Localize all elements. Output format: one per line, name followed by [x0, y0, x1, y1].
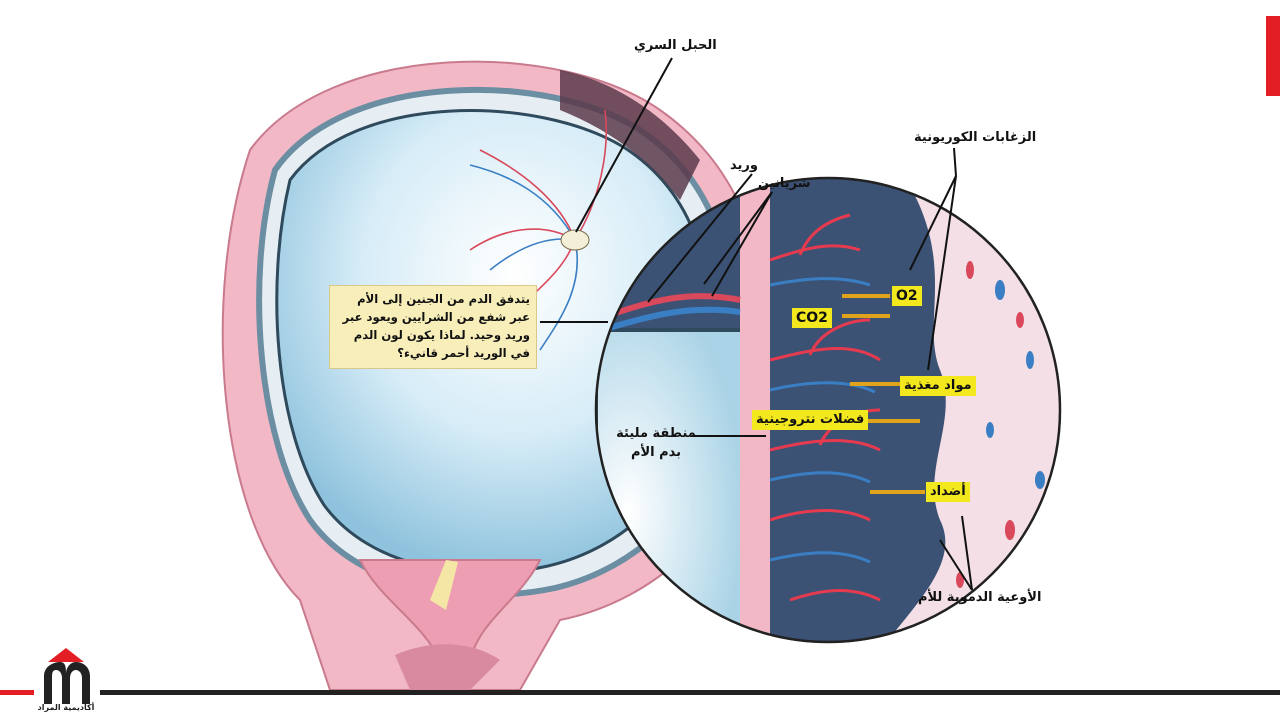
- label-maternal-blood-area-text: منطقة مليئة بدم الأم: [616, 426, 696, 460]
- tag-nutrients: مواد مغذية: [900, 376, 976, 396]
- tag-co2: CO2: [792, 308, 832, 328]
- tag-antibodies: أضداد: [926, 482, 970, 502]
- label-vein: وريد: [730, 158, 758, 173]
- footer-rule: [100, 690, 1280, 695]
- academy-logo: [44, 648, 90, 704]
- label-umbilical-cord: الحبل السري: [634, 38, 717, 53]
- label-chorionic-villi: الزغابات الكوريونية: [914, 130, 1037, 145]
- leader-lines: [540, 57, 973, 591]
- label-maternal-vessels: الأوعية الدموية للأم: [918, 590, 1042, 605]
- exchange-arrows: [842, 294, 925, 494]
- tag-nitrogen-waste: فضلات نتروجينية: [752, 410, 869, 430]
- footer-accent-rule: [0, 690, 34, 695]
- academy-logo-caption: أكاديمية المراد: [37, 703, 95, 712]
- label-maternal-blood-area: منطقة مليئة بدم الأم: [616, 424, 696, 462]
- tag-o2: O2: [892, 286, 922, 306]
- label-arteries: شريانين: [758, 176, 811, 191]
- question-callout: يتدفق الدم من الجنين إلى الأم عبر شفع من…: [329, 285, 537, 369]
- accent-bar: [1266, 16, 1280, 96]
